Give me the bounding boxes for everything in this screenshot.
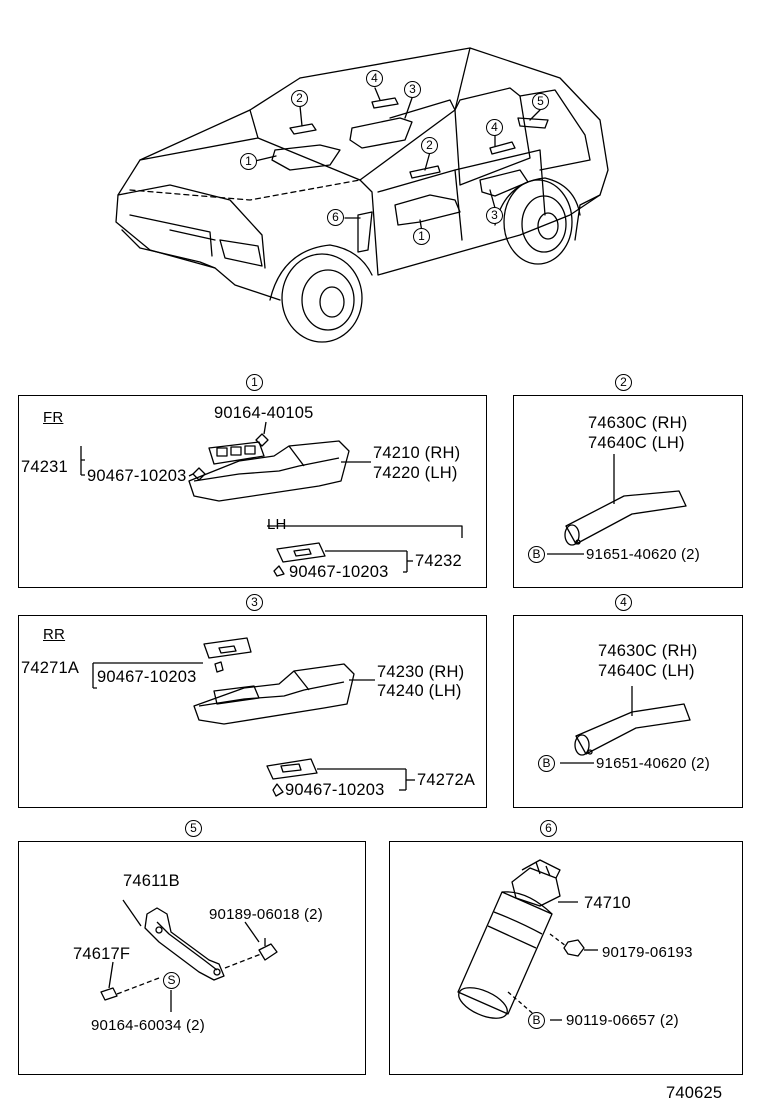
panel3-rear-door-armrest: RR 74271A 90467-10203 74230 (RH) 74240 (… bbox=[18, 615, 487, 808]
panel6-drawing bbox=[457, 859, 598, 1021]
part-74630c-rh-4: 74630C (RH) bbox=[598, 642, 698, 660]
part-74611b: 74611B bbox=[123, 872, 180, 890]
part-74640c-lh-4: 74640C (LH) bbox=[598, 662, 695, 680]
panel5-marker-s: S bbox=[163, 972, 180, 989]
part-90189-06018: 90189-06018 (2) bbox=[209, 906, 323, 923]
part-74240-lh: 74240 (LH) bbox=[377, 682, 462, 700]
panel5-number: 5 bbox=[185, 820, 202, 837]
vehicle-callout-3-rear: 3 bbox=[486, 207, 503, 224]
panel2-drawing bbox=[547, 454, 687, 555]
part-74230-rh: 74230 (RH) bbox=[377, 663, 465, 681]
part-90164-40105: 90164-40105 bbox=[214, 404, 314, 422]
panel3-side-label: RR bbox=[43, 626, 66, 643]
part-90467-10203-rr: 90467-10203 bbox=[97, 668, 197, 686]
vehicle-callout-4-rear: 4 bbox=[486, 119, 503, 136]
figure-code: 740625 bbox=[666, 1084, 723, 1102]
panel1-number: 1 bbox=[246, 374, 263, 391]
part-90467-10203-lh: 90467-10203 bbox=[289, 563, 389, 581]
panel6-holder: 74710 90179-06193 B 90119-06657 (2) bbox=[389, 841, 743, 1075]
vehicle-callout-3: 3 bbox=[404, 81, 421, 98]
part-74220-lh: 74220 (LH) bbox=[373, 464, 458, 482]
panel4-number: 4 bbox=[615, 594, 632, 611]
panel4-assist-grip: 74630C (RH) 74640C (LH) B 91651-40620 (2… bbox=[513, 615, 743, 808]
vehicle-callout-2: 2 bbox=[291, 90, 308, 107]
panel4-marker-b: B bbox=[538, 755, 555, 772]
part-90119-06657: 90119-06657 (2) bbox=[566, 1012, 679, 1029]
panel1-side-label: FR bbox=[43, 409, 64, 426]
panel3-number: 3 bbox=[246, 594, 263, 611]
vehicle-callout-1-rear: 1 bbox=[413, 228, 430, 245]
part-74710: 74710 bbox=[584, 894, 631, 912]
panel2-marker-b: B bbox=[528, 546, 545, 563]
part-74617f: 74617F bbox=[73, 945, 131, 963]
part-91651-40620-4: 91651-40620 (2) bbox=[596, 755, 710, 772]
part-91651-40620: 91651-40620 (2) bbox=[586, 546, 700, 563]
part-74232: 74232 bbox=[415, 552, 462, 570]
panel6-marker-b: B bbox=[528, 1012, 545, 1029]
vehicle-illustration bbox=[115, 47, 609, 343]
panel3-drawing bbox=[92, 637, 415, 797]
part-90179-06193: 90179-06193 bbox=[602, 944, 693, 961]
panel5-drawing bbox=[100, 899, 278, 1012]
part-74231: 74231 bbox=[21, 458, 68, 476]
part-74630c-rh: 74630C (RH) bbox=[588, 414, 688, 432]
part-74272a: 74272A bbox=[417, 771, 476, 789]
panel1-front-door-armrest: FR 90164-40105 74231 90467-10203 74210 (… bbox=[18, 395, 487, 588]
panel6-number: 6 bbox=[540, 820, 557, 837]
part-90467-10203-fr: 90467-10203 bbox=[87, 467, 187, 485]
panel4-drawing bbox=[560, 686, 691, 764]
panel1-lh-label: LH bbox=[267, 516, 287, 533]
part-90164-60034: 90164-60034 (2) bbox=[91, 1017, 205, 1034]
part-90467-10203-rr-lh: 90467-10203 bbox=[285, 781, 385, 799]
panel1-drawing bbox=[80, 421, 463, 577]
panel2-number: 2 bbox=[615, 374, 632, 391]
panel2-assist-grip: 74630C (RH) 74640C (LH) B 91651-40620 (2… bbox=[513, 395, 743, 588]
vehicle-callout-1: 1 bbox=[240, 153, 257, 170]
part-74640c-lh: 74640C (LH) bbox=[588, 434, 685, 452]
panel5-roof-grip: 74611B 90189-06018 (2) 74617F S 90164-60… bbox=[18, 841, 366, 1075]
part-74210-rh: 74210 (RH) bbox=[373, 444, 461, 462]
part-74271a: 74271A bbox=[21, 659, 80, 677]
vehicle-callout-6: 6 bbox=[327, 209, 344, 226]
vehicle-callout-5: 5 bbox=[532, 93, 549, 110]
vehicle-callout-4: 4 bbox=[366, 70, 383, 87]
vehicle-callout-2-rear: 2 bbox=[421, 137, 438, 154]
